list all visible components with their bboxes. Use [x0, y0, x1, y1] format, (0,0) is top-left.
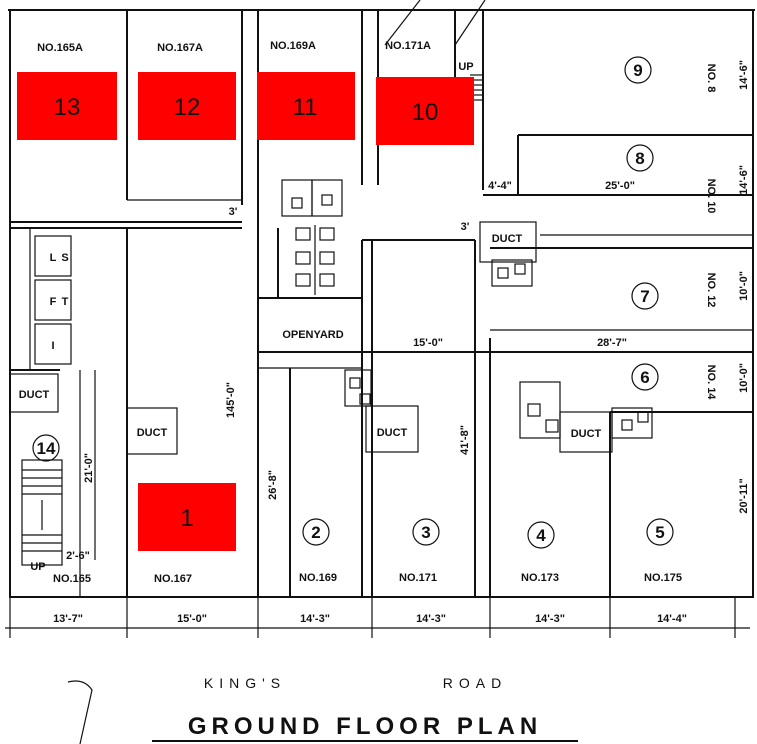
svg-text:5: 5: [655, 523, 664, 542]
lift-letter: L: [50, 252, 57, 264]
svg-text:4: 4: [536, 526, 546, 545]
dim-10-0b: 10'-0": [738, 363, 750, 393]
sketch-mark: [67, 680, 93, 744]
dim-26-8: 26'-8": [267, 470, 279, 500]
unit-circle-4: 4: [527, 521, 555, 549]
unit-circle-3: 3: [412, 518, 440, 546]
label-no175: NO.175: [644, 572, 682, 584]
label-no12: NO. 12: [705, 273, 717, 308]
sketch-mark-2: [384, 0, 421, 46]
highlight-unit-1[interactable]: 1: [138, 483, 236, 551]
highlight-box: [257, 72, 355, 140]
dim-41-8: 41'-8": [459, 425, 471, 455]
dim-20-11: 20'-11": [738, 478, 750, 513]
room-labels: DUCT DUCT DUCT DUCT DUCT OPENYARD UP UP …: [19, 61, 602, 573]
openyard-label: OPENYARD: [282, 329, 343, 341]
svg-text:2: 2: [311, 523, 320, 542]
highlight-box: [17, 72, 117, 140]
label-no171: NO.171: [399, 572, 437, 584]
duct-label: DUCT: [19, 389, 50, 401]
highlight-box: [138, 483, 236, 551]
lift-letter: F: [50, 296, 57, 308]
stair-up-label: UP: [458, 61, 473, 73]
unit-circle-7: 7: [631, 282, 659, 310]
dim-2-6: 2'-6": [66, 550, 90, 562]
unit-circle-5: 5: [646, 518, 674, 546]
label-no169: NO.169: [299, 572, 337, 584]
road-label-road: ROAD: [443, 675, 507, 691]
lift-letter: S: [61, 252, 68, 264]
svg-text:9: 9: [633, 61, 642, 80]
label-no14: NO. 14: [705, 365, 717, 401]
dim-front-3: 14'-3": [416, 613, 446, 625]
road-label-kings: KING'S: [204, 675, 286, 691]
plot-number-labels: NO.165A NO.167A NO.169A NO.171A NO.165 N…: [37, 40, 717, 585]
label-no173: NO.173: [521, 572, 559, 584]
dim-21-0: 21'-0": [83, 453, 95, 483]
highlight-number: 10: [412, 99, 439, 126]
highlight-number: 1: [180, 505, 193, 532]
duct-label: DUCT: [137, 427, 168, 439]
sketch-mark-3: [454, 0, 486, 46]
dim-25-0: 25'-0": [605, 180, 635, 192]
dim-3a: 3': [229, 206, 238, 218]
svg-text:6: 6: [640, 368, 649, 387]
label-no165a: NO.165A: [37, 42, 83, 54]
unit-number-circles: 9 8 7 6 5 4 3 2 14: [32, 56, 674, 549]
highlight-number: 11: [293, 94, 318, 121]
highlight-unit-11[interactable]: 11: [257, 72, 355, 140]
dim-front-1: 15'-0": [177, 613, 207, 625]
svg-text:3: 3: [421, 523, 430, 542]
label-no165: NO.165: [53, 573, 91, 585]
plan-title: GROUND FLOOR PLAN: [188, 713, 542, 740]
duct-label: DUCT: [571, 428, 602, 440]
highlight-unit-12[interactable]: 12: [138, 72, 236, 140]
dim-15-0: 15'-0": [413, 337, 443, 349]
svg-text:8: 8: [635, 149, 644, 168]
lift-shafts: [34, 235, 72, 365]
label-no167a: NO.167A: [157, 42, 203, 54]
lift-letter: I: [51, 340, 54, 352]
label-no8: NO. 8: [705, 64, 717, 93]
stair-up-label: UP: [30, 561, 45, 573]
building-walls: [8, 9, 755, 598]
duct-label: DUCT: [492, 233, 523, 245]
unit-circle-14: 14: [32, 434, 60, 462]
dim-14-6b: 14'-6": [738, 165, 750, 195]
label-no10: NO. 10: [705, 179, 717, 214]
toilet-fixtures: [281, 74, 653, 439]
highlight-box: [138, 72, 236, 140]
dim-front-5: 14'-4": [657, 613, 687, 625]
highlight-box: [376, 77, 474, 145]
label-no169a: NO.169A: [270, 40, 316, 52]
dim-front-0: 13'-7": [53, 613, 83, 625]
dim-145-0: 145'-0": [225, 382, 237, 418]
dim-28-7: 28'-7": [597, 337, 627, 349]
svg-text:14: 14: [37, 439, 56, 458]
dim-front-2: 14'-3": [300, 613, 330, 625]
dim-14-6a: 14'-6": [738, 60, 750, 90]
dim-3b: 3': [461, 221, 470, 233]
unit-circle-2: 2: [302, 518, 330, 546]
highlight-unit-13[interactable]: 13: [17, 72, 117, 140]
dim-front-4: 14'-3": [535, 613, 565, 625]
highlight-number: 12: [174, 94, 201, 121]
lift-letter: T: [62, 296, 69, 308]
svg-text:7: 7: [640, 287, 649, 306]
label-no167: NO.167: [154, 573, 192, 585]
dim-10-0a: 10'-0": [738, 271, 750, 301]
dimension-labels: 13'-7" 15'-0" 14'-3" 14'-3" 14'-3" 14'-4…: [53, 60, 750, 625]
label-no171a: NO.171A: [385, 40, 431, 52]
highlight-unit-10[interactable]: 10: [376, 77, 474, 145]
highlight-number: 13: [54, 94, 81, 121]
duct-label: DUCT: [377, 427, 408, 439]
unit-circle-8: 8: [626, 144, 654, 172]
highlighted-units: 13 12 11 10 1: [17, 72, 474, 551]
frontage-dimension-line: [5, 598, 750, 638]
dim-4-4: 4'-4": [488, 180, 512, 192]
unit-circle-6: 6: [631, 363, 659, 391]
unit-circle-9: 9: [624, 56, 652, 84]
